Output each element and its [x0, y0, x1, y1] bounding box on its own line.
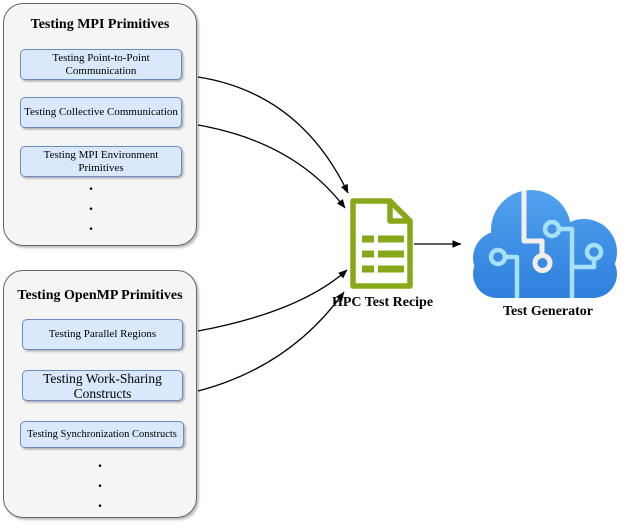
mpi-node-environment: Testing MPI Environment Primitives [20, 146, 182, 177]
dot: . [89, 177, 93, 194]
generator-label: Test Generator [502, 304, 594, 319]
mpi-group: Testing MPI Primitives Testing Point-to-… [3, 3, 197, 246]
cloud-circuit-icon [473, 190, 617, 298]
openmp-group-title: Testing OpenMP Primitives [17, 288, 183, 303]
dot: . [98, 474, 102, 491]
arrow-mpi-item1-to-recipe [197, 76, 349, 194]
mpi-continuation-dots: . . . [84, 176, 98, 236]
openmp-node-parallel-regions: Testing Parallel Regions [22, 319, 183, 350]
mpi-node-collective: Testing Collective Communication [20, 97, 182, 128]
recipe-label: HPC Test Recipe [331, 295, 434, 310]
arrow-mpi-item2-to-recipe [197, 124, 346, 209]
openmp-node-work-sharing: Testing Work-Sharing Constructs [22, 370, 183, 401]
dot: . [89, 217, 93, 234]
mpi-node-point-to-point: Testing Point-to-Point Communication [20, 49, 182, 80]
dot: . [98, 494, 102, 511]
openmp-continuation-dots: . . . [93, 453, 107, 513]
dot: . [98, 454, 102, 471]
document-list-icon [350, 198, 413, 289]
circuit-traces [488, 190, 604, 298]
mpi-group-title: Testing MPI Primitives [30, 17, 170, 32]
openmp-group: Testing OpenMP Primitives Testing Parall… [3, 270, 197, 518]
openmp-node-synchronization: Testing Synchronization Constructs [20, 421, 184, 448]
dot: . [89, 197, 93, 214]
cloud-body [473, 190, 617, 298]
